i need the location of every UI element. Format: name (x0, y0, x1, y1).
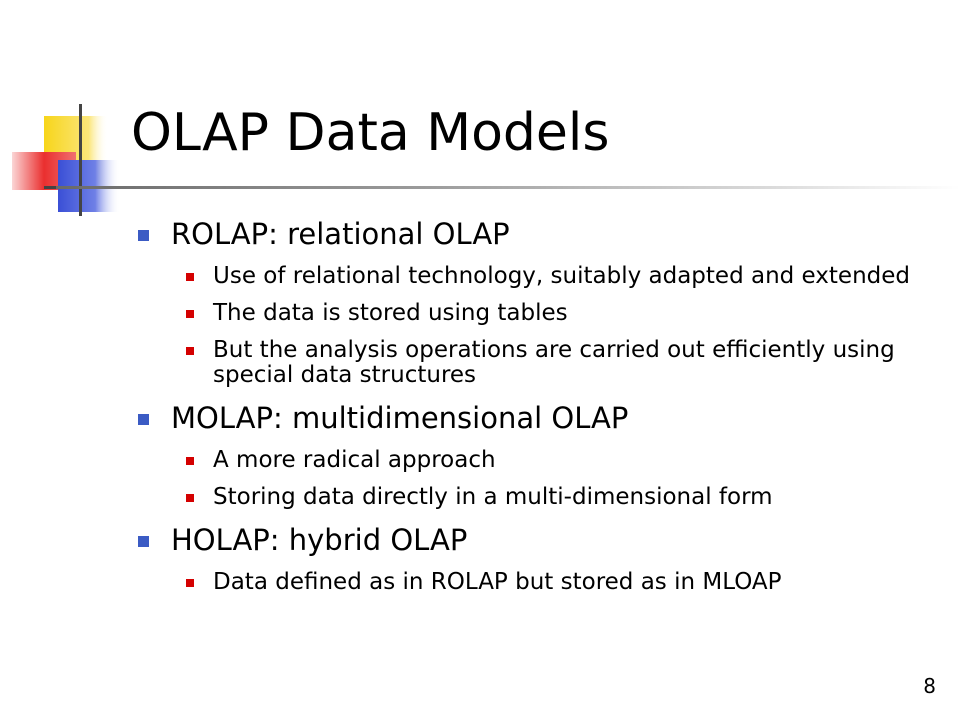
sub-bullet-square-icon (186, 579, 194, 587)
sub-bullet-square-icon (186, 457, 194, 465)
bullet-square-icon (138, 536, 149, 547)
sub-bullet-square-icon (186, 273, 194, 281)
sub-bullet: But the analysis operations are carried … (186, 337, 938, 388)
bullet-text: ROLAP: relational OLAP (171, 217, 510, 251)
sub-bullet-text: Use of relational technology, suitably a… (213, 263, 911, 289)
title-underline (56, 186, 960, 189)
slide-number: 8 (923, 674, 936, 698)
sub-bullet-text: A more radical approach (213, 447, 496, 473)
sub-bullet: Data defined as in ROLAP but stored as i… (186, 569, 938, 595)
sub-bullet-square-icon (186, 494, 194, 502)
sub-bullet-square-icon (186, 347, 194, 355)
bullet-rolap: ROLAP: relational OLAP (138, 216, 938, 252)
sub-bullet: A more radical approach (186, 447, 938, 473)
sub-bullet-text: Data defined as in ROLAP but stored as i… (213, 569, 782, 595)
bullet-text: HOLAP: hybrid OLAP (171, 523, 468, 557)
sub-bullet-text: The data is stored using tables (213, 300, 568, 326)
bullet-list: ROLAP: relational OLAP Use of relational… (138, 216, 938, 595)
page-title: OLAP Data Models (131, 103, 610, 163)
bullet-square-icon (138, 414, 149, 425)
sub-bullet: Storing data directly in a multi-dimensi… (186, 484, 938, 510)
slide-logo (12, 104, 120, 216)
sub-bullet: Use of relational technology, suitably a… (186, 263, 938, 289)
bullet-holap: HOLAP: hybrid OLAP (138, 522, 938, 558)
sub-bullet: The data is stored using tables (186, 300, 938, 326)
bullet-square-icon (138, 230, 149, 241)
bullet-text: MOLAP: multidimensional OLAP (171, 401, 629, 435)
bullet-molap: MOLAP: multidimensional OLAP (138, 400, 938, 436)
sub-bullet-square-icon (186, 310, 194, 318)
sub-bullet-text: Storing data directly in a multi-dimensi… (213, 484, 773, 510)
logo-vertical-line (79, 104, 82, 216)
sub-bullet-text: But the analysis operations are carried … (213, 337, 895, 388)
